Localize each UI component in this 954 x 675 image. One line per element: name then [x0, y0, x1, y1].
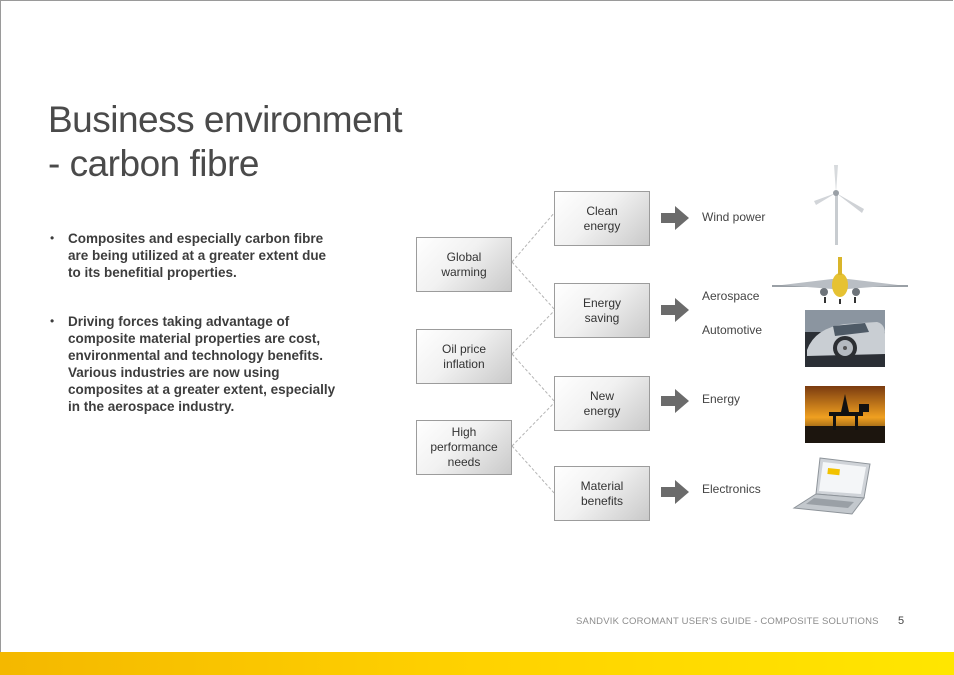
arrow-right-icon [661, 206, 689, 230]
benefit-text: energy [583, 218, 621, 233]
industry-label-aerospace: Aerospace [702, 289, 760, 303]
laptop-icon [792, 457, 871, 515]
driver-text: performance [430, 440, 498, 454]
benefit-text: saving [584, 310, 620, 325]
bullet-text: Driving forces taking advantage of compo… [68, 314, 336, 414]
driver-text: Oil price [441, 341, 486, 356]
arrow-right-icon [661, 298, 689, 322]
benefit-text: Energy [582, 295, 622, 310]
benefit-text: energy [583, 403, 621, 418]
bullet-text: Composites and especially carbon fibre a… [68, 231, 327, 280]
connector-line [511, 261, 556, 311]
footer-color-band [0, 652, 954, 675]
bullet-list: • Composites and especially carbon fibre … [48, 230, 338, 447]
airplane-icon [772, 257, 908, 304]
driver-text: inflation [443, 356, 485, 371]
industry-label-wind-power: Wind power [702, 210, 766, 224]
bullet-item: • Driving forces taking advantage of comp… [48, 313, 338, 415]
bullet-dot-icon: • [50, 231, 55, 245]
title-line-1: Business environment [48, 99, 403, 140]
bullet-dot-icon: • [50, 314, 55, 328]
benefit-text: Material [580, 478, 624, 493]
oil-platform-icon [805, 386, 885, 443]
car-icon [805, 310, 885, 367]
connector-line [511, 211, 556, 263]
connector-line [511, 401, 556, 447]
wind-turbine-icon [814, 165, 864, 245]
driver-text: needs [447, 455, 481, 469]
benefit-text: benefits [580, 493, 624, 508]
driver-text: Global [446, 249, 482, 264]
driver-text: High [451, 425, 477, 439]
connector-line [511, 445, 556, 495]
benefit-text: Clean [586, 203, 618, 218]
industry-label-automotive: Automotive [702, 323, 763, 337]
connector-line [511, 309, 556, 355]
page-number: 5 [898, 615, 905, 627]
bullet-item: • Composites and especially carbon fibre … [48, 230, 338, 281]
arrow-right-icon [661, 480, 689, 504]
page-title: Business environment - carbon fibre [48, 98, 403, 186]
industry-label-electronics: Electronics [702, 482, 761, 496]
industry-label-energy: Energy [702, 392, 741, 406]
benefit-text: New [589, 388, 614, 403]
footer-text: SANDVIK COROMANT USER'S GUIDE - COMPOSIT… [576, 616, 879, 627]
driver-text: warming [441, 264, 487, 279]
title-line-2: - carbon fibre [48, 143, 260, 184]
connector-line [511, 353, 556, 403]
arrow-right-icon [661, 389, 689, 413]
